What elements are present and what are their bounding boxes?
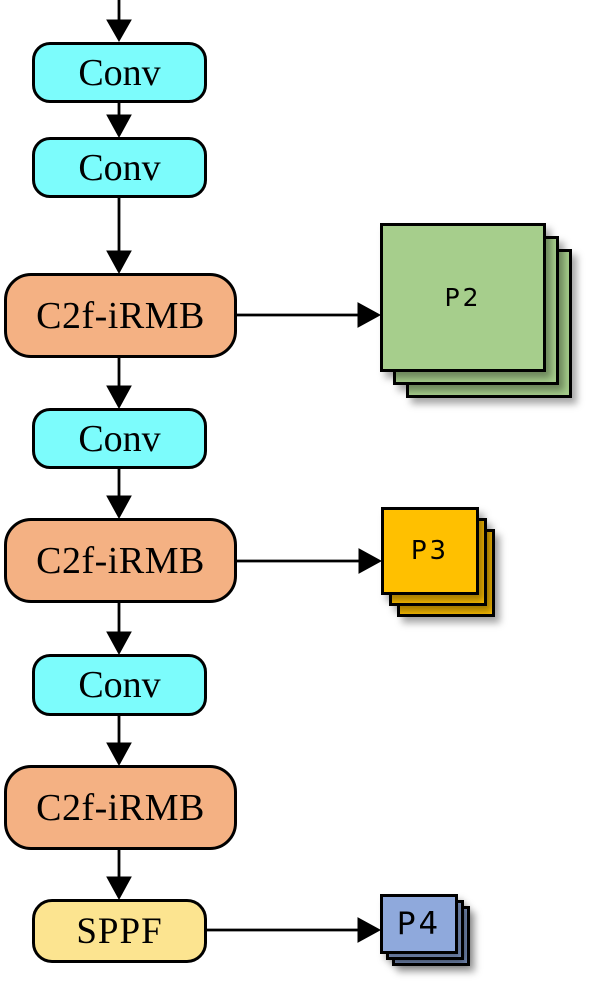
edge-conv3-c2f2 bbox=[106, 469, 132, 520]
node-conv-3-label: Conv bbox=[78, 417, 161, 460]
node-c2f-irmb-3-label: C2f-iRMB bbox=[36, 786, 205, 829]
edge-c2f1-conv3 bbox=[106, 358, 132, 410]
node-c2f-irmb-1-label: C2f-iRMB bbox=[36, 294, 205, 337]
edge-c2f2-p3 bbox=[237, 548, 383, 574]
edge-conv2-c2f1 bbox=[106, 198, 132, 275]
node-c2f-irmb-1: C2f-iRMB bbox=[4, 273, 237, 358]
node-conv-3: Conv bbox=[32, 408, 207, 469]
p2-stack-layer-front: P2 bbox=[380, 223, 546, 372]
node-conv-2-label: Conv bbox=[78, 146, 161, 189]
edge-sppf-p4 bbox=[207, 917, 382, 943]
edge-c2f1-p2 bbox=[237, 302, 382, 328]
edge-input-conv1 bbox=[106, 0, 132, 43]
p4-stack-layer-front: P4 bbox=[380, 894, 458, 954]
p2-label: P2 bbox=[444, 283, 482, 312]
node-conv-1-label: Conv bbox=[78, 51, 161, 94]
node-conv-2: Conv bbox=[32, 137, 207, 198]
node-conv-1: Conv bbox=[32, 42, 207, 103]
node-c2f-irmb-2-label: C2f-iRMB bbox=[36, 539, 205, 582]
node-sppf-label: SPPF bbox=[76, 910, 163, 952]
edge-conv4-c2f3 bbox=[106, 716, 132, 767]
node-conv-4-label: Conv bbox=[78, 664, 161, 706]
edge-conv1-conv2 bbox=[106, 103, 132, 139]
p4-label: P4 bbox=[396, 905, 442, 942]
node-conv-4: Conv bbox=[32, 654, 207, 716]
node-c2f-irmb-2: C2f-iRMB bbox=[4, 518, 237, 603]
edge-c2f2-conv4 bbox=[106, 603, 132, 656]
p3-label: P3 bbox=[410, 536, 450, 566]
node-c2f-irmb-3: C2f-iRMB bbox=[4, 765, 237, 850]
p3-stack-layer-front: P3 bbox=[381, 507, 479, 595]
edge-c2f3-sppf bbox=[106, 850, 132, 901]
node-sppf: SPPF bbox=[32, 899, 207, 963]
